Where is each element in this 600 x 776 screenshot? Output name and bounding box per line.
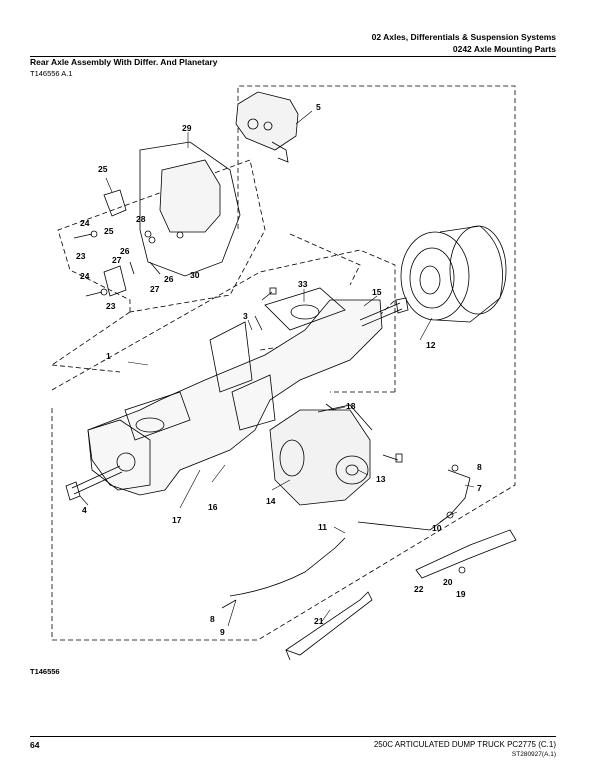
callout-8: 8 [477,462,482,472]
bolts-top [254,287,335,411]
callout-3: 3 [243,311,248,321]
part-5-bracket [235,91,299,163]
callout-23: 23 [106,301,116,311]
callout-9: 9 [220,627,225,637]
illustration-ref-bottom: T146556 [30,667,60,676]
section-heading: 02 Axles, Differentials & Suspension Sys… [371,32,556,42]
footer-rule [30,736,556,737]
callout-30: 30 [190,270,200,280]
part-29-plate [139,141,241,277]
callout-22: 22 [414,584,424,594]
callout-19: 19 [456,589,466,599]
part-21-shield [285,591,373,661]
callout-27: 27 [150,284,160,294]
callout-21: 21 [314,616,324,626]
callout-26: 26 [120,246,130,256]
axle-housing [87,287,383,496]
callout-29: 29 [182,123,192,133]
brake-lines [221,464,471,609]
callout-33: 33 [298,279,308,289]
callout-20: 20 [443,577,453,587]
part-12-planetary-hub [400,225,507,323]
callout-7: 7 [477,483,482,493]
callout-16: 16 [208,502,218,512]
callout-11: 11 [318,522,327,532]
callout-26: 26 [164,274,174,284]
callout-12: 12 [426,340,436,350]
dashed-subgroup-outline [57,159,266,313]
callout-23: 23 [76,251,86,261]
header-rule [30,56,556,57]
leader-lines [79,110,475,627]
hardware-bolts-left [73,189,161,297]
page-title: Rear Axle Assembly With Differ. And Plan… [30,57,218,67]
part-13-bolt [382,453,403,463]
part-22-guard [415,529,517,579]
page-number: 64 [30,740,40,750]
callout-18: 18 [346,401,356,411]
callout-14: 14 [266,496,276,506]
footer-model-text: 250C ARTICULATED DUMP TRUCK PC2775 (C.1) [373,740,556,749]
dashed-group-outline [51,85,516,641]
illustration-ref-top: T146556 A.1 [30,69,73,78]
callout-24: 24 [80,271,90,281]
group-heading: 0242 Axle Mounting Parts [452,44,556,54]
callout-17: 17 [172,515,182,525]
part-15-axle-shaft [359,297,409,327]
part-14-differential [269,404,373,506]
callout-28: 28 [136,214,146,224]
callout-15: 15 [372,287,382,297]
callout-25: 25 [98,164,108,174]
callout-13: 13 [376,474,386,484]
footer-code: ST280927(A.1) [511,751,556,758]
callout-24: 24 [80,218,90,228]
callout-5: 5 [316,102,321,112]
callout-1: 1 [106,351,111,361]
callout-27: 27 [112,255,122,265]
callout-labels: 29 5 25 24 25 28 23 26 27 24 26 27 30 23… [76,102,482,637]
callout-4: 4 [82,505,87,515]
callout-10: 10 [432,523,442,533]
callout-8: 8 [210,614,215,624]
callout-25: 25 [104,226,114,236]
